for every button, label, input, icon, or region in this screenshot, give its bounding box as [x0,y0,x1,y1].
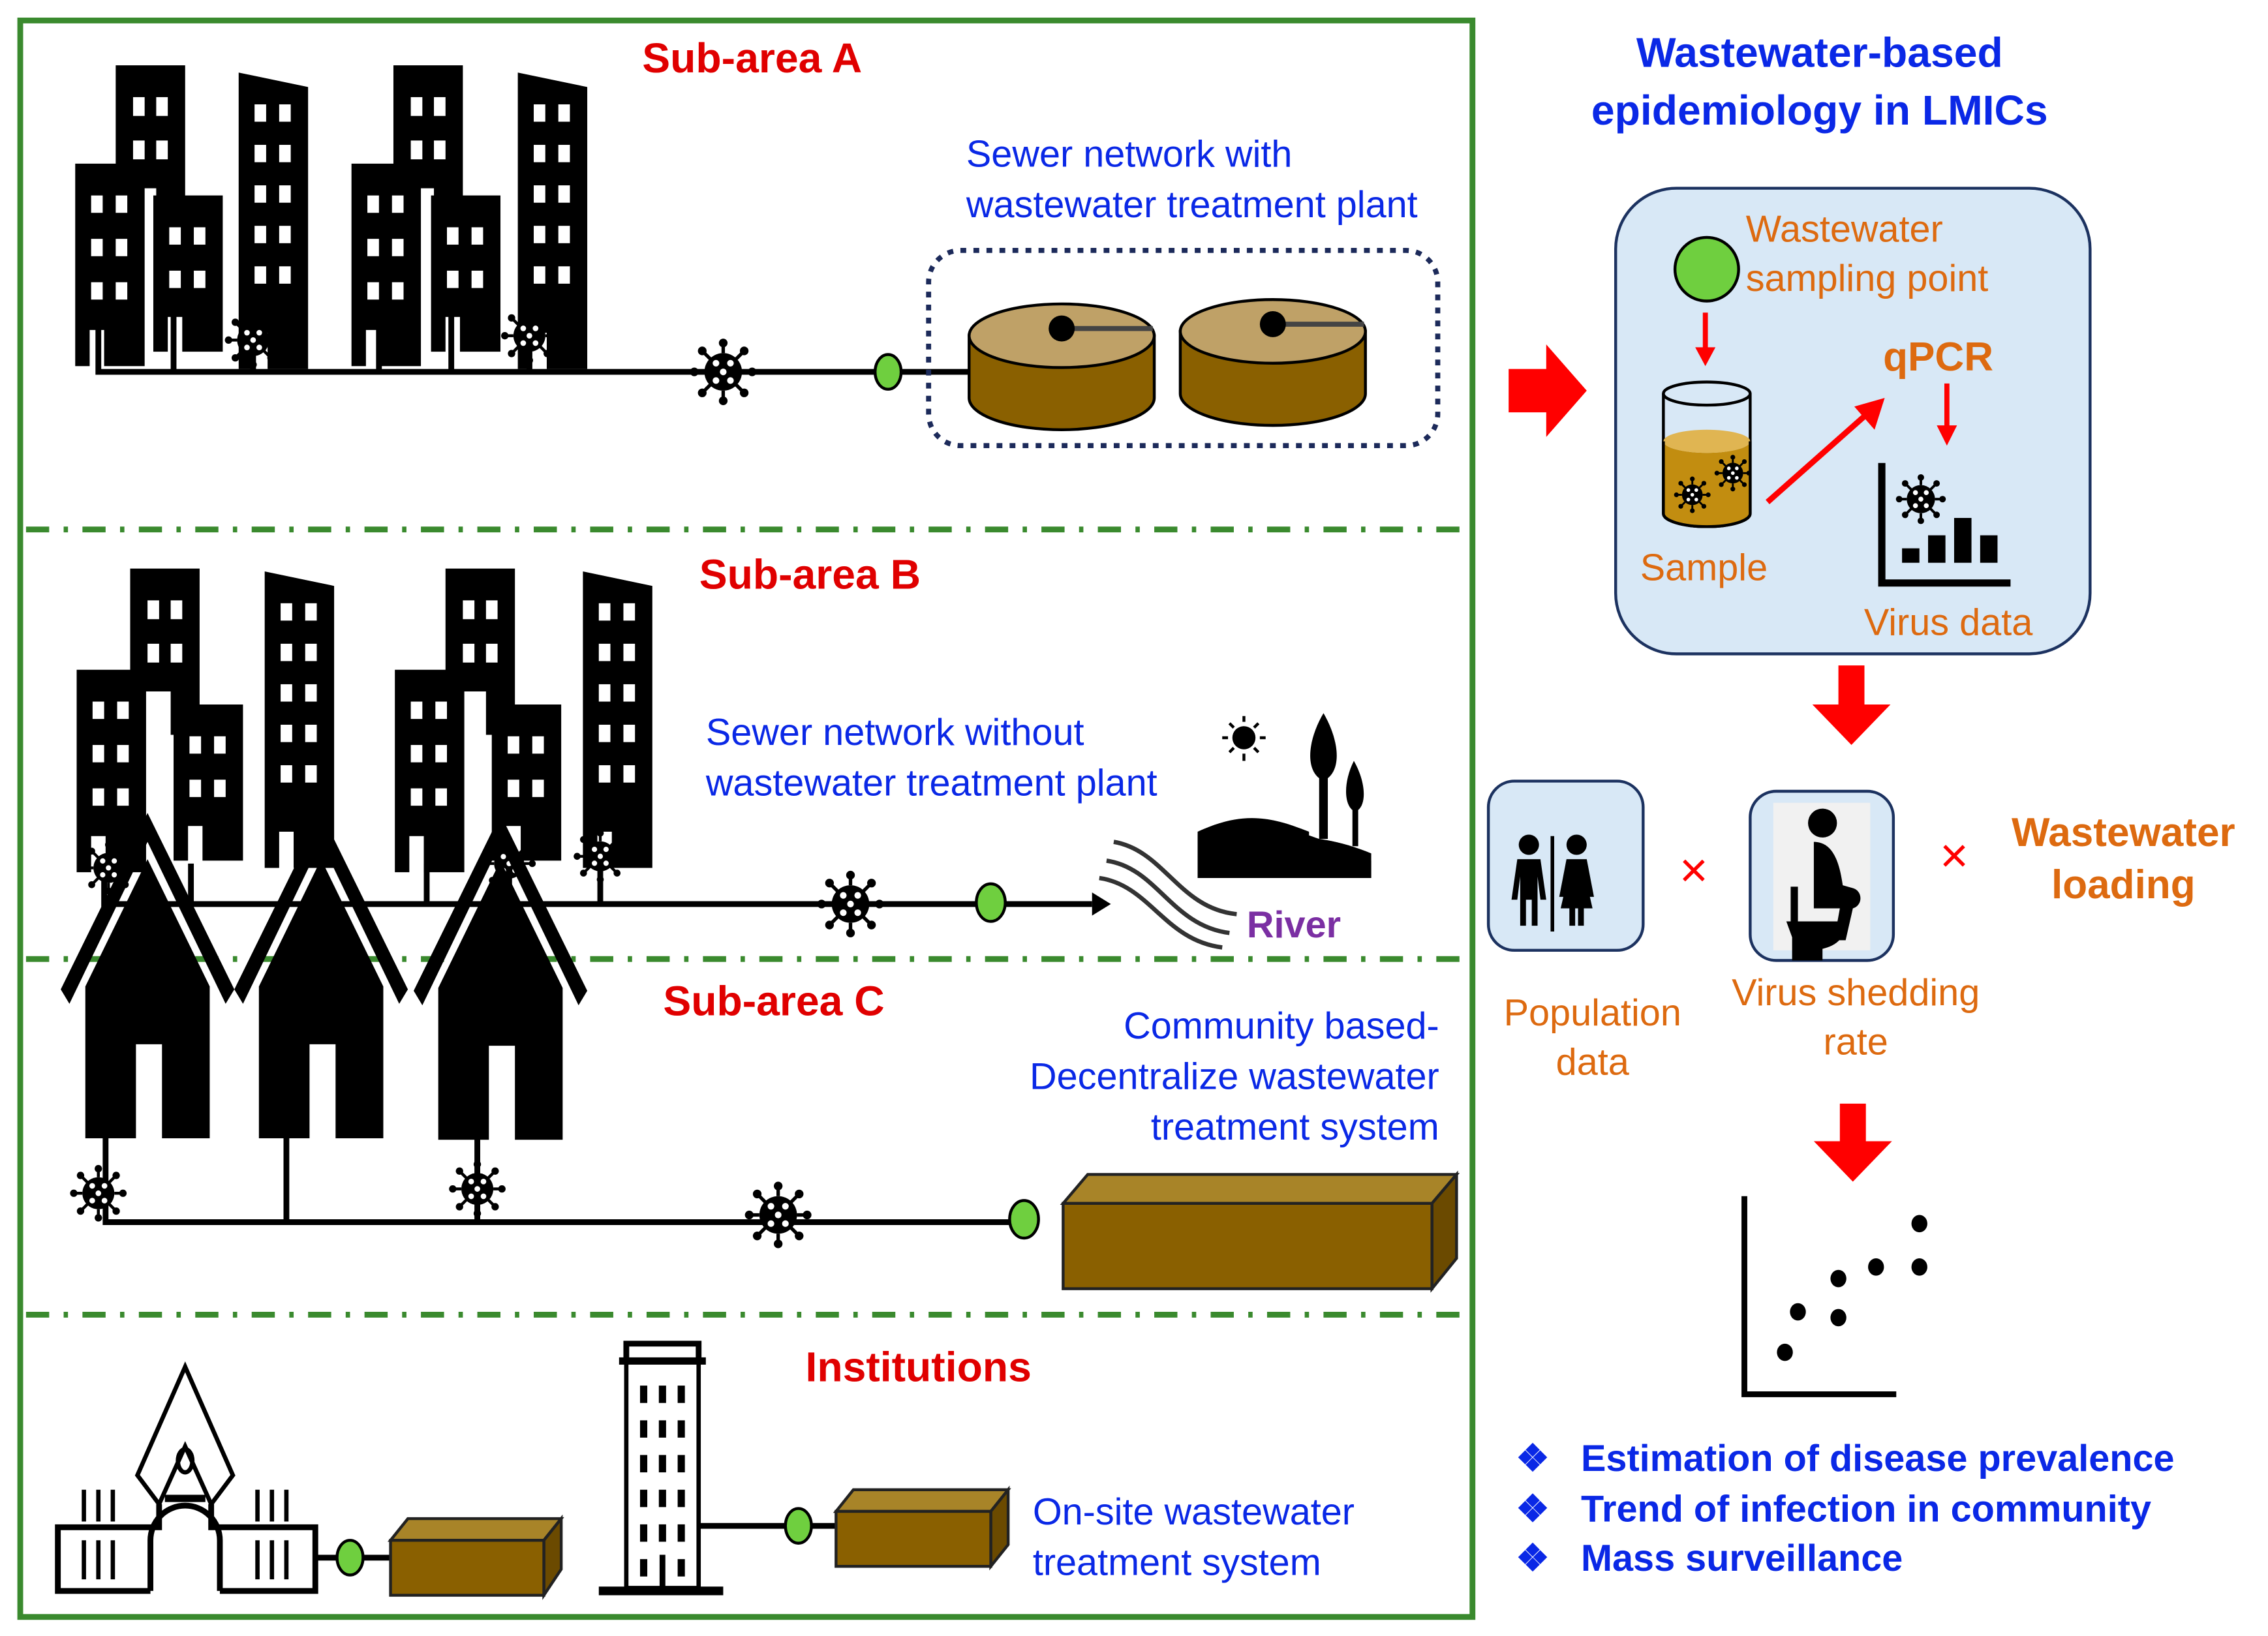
outcome-item: ❖ Mass surveillance [1516,1538,1903,1579]
sub-area-b-description-line-1: Sewer network without [706,712,1084,753]
virus-icon [501,307,558,364]
treatment-tank-icon [1178,298,1367,427]
arrow-down-icon [1937,383,1957,446]
institutions-title: Institutions [806,1343,1032,1390]
sub-area-c-description-line-3: treatment system [1151,1106,1439,1148]
section-dividers [25,526,1469,1318]
virus-icon [70,1165,127,1222]
sub-area-c-description-line-2: Decentralize wastewater [1030,1056,1439,1098]
virus-icon [574,830,627,883]
sub-area-a: Sub-area A Sewer network with wastewater… [75,35,1441,449]
outcome-item: ❖ Trend of infection in community [1516,1488,2151,1530]
toilet-person-icon [1786,808,1861,961]
sample-label: Sample [1640,547,1768,588]
wbe-title-line-2: epidemiology in LMICs [1591,87,2048,134]
virus-icon [449,1160,506,1217]
sewer-pipe-c [102,1138,1020,1226]
flow-arrow-right [1509,344,1587,437]
sampling-point-icon [784,1507,813,1545]
river-waves-icon [1099,840,1237,950]
virus-data-label: Virus data [1864,602,2033,644]
treatment-plant-outline [926,248,1441,449]
sampling-point-label-line-1: Wastewater [1746,209,1943,250]
onsite-treatment-box-icon [833,1485,1011,1571]
outcome-item: ❖ Estimation of disease prevalence [1516,1438,2174,1479]
outcomes-list: ❖ Estimation of disease prevalence ❖ Tre… [1516,1438,2174,1579]
flow-arrow-down [1812,665,1891,746]
people-icon [1511,834,1594,932]
virus-icon [225,312,282,369]
house-icon [234,813,408,1139]
multiply-icon: × [1940,828,1969,883]
sampling-point-icon [335,1539,365,1577]
arrow-down-icon [1695,312,1716,367]
sub-area-a-description-line-1: Sewer network with [966,133,1293,175]
sub-area-b: Sub-area B Sewer network without wastewa… [76,551,1372,950]
institutions-description-line-2: treatment system [1033,1542,1321,1584]
sub-area-a-description-line-2: wastewater treatment plant [966,184,1418,226]
arrow-to-qpcr-icon [1766,398,1885,504]
sampling-point-icon [873,353,903,391]
treatment-tank-icon [968,302,1156,431]
diamond-bullet-icon: ❖ [1516,1538,1550,1579]
flow-arrow-down [1813,1103,1892,1182]
outcome-text: Estimation of disease prevalence [1581,1438,2175,1479]
multiply-icon: × [1679,842,1708,897]
sampling-point-icon [1673,235,1740,303]
school-building-icon [55,1361,318,1594]
sub-area-c: Sub-area C Community based- Decentralize… [61,813,1460,1293]
sub-area-c-description-line-1: Community based- [1124,1005,1439,1047]
virus-icon [818,871,884,937]
diamond-bullet-icon: ❖ [1516,1488,1550,1530]
outcome-text: Trend of infection in community [1581,1488,2151,1530]
institutions-area: Institutions [55,1341,1355,1600]
population-label-line-2: data [1556,1041,1630,1083]
virus-shedding-box [1749,789,1895,962]
institutions-description-line-1: On-site wastewater [1033,1491,1355,1533]
virus-icon [745,1182,812,1249]
decentralized-treatment-box-icon [1060,1170,1460,1293]
sampling-point-icon [975,882,1007,923]
scatter-plot-icon [1741,1196,1927,1397]
outcome-text: Mass surveillance [1581,1538,1903,1579]
sample-beaker-icon [1662,380,1753,528]
apartment-buildings-b [76,568,652,873]
sub-area-b-title: Sub-area B [699,551,921,598]
wbe-panel: Wastewater-based epidemiology in LMICs W… [1486,29,2235,1579]
landscape-icon [1197,713,1372,878]
wastewater-loading-label-line-2: loading [2051,862,2196,907]
sampling-point-icon [1008,1199,1040,1240]
diamond-bullet-icon: ❖ [1516,1438,1550,1479]
sampling-point-label-line-2: sampling point [1746,258,1989,299]
sub-area-b-description-line-2: wastewater treatment plant [705,763,1157,804]
population-data-box [1486,780,1645,952]
flow-arrowhead [1092,892,1111,916]
sub-area-c-title: Sub-area C [663,978,884,1025]
population-label-line-1: Population [1504,992,1681,1034]
virus-icon [690,339,756,405]
apartment-buildings-a [75,65,588,369]
wastewater-loading-label-line-1: Wastewater [2012,810,2235,855]
onsite-treatment-box-icon [387,1514,564,1600]
virus-data-chart-icon [1878,462,2011,587]
shedding-label-line-1: Virus shedding [1732,972,1980,1014]
office-tower-icon [598,1341,724,1596]
shedding-label-line-2: rate [1824,1021,1888,1063]
river-label: River [1247,904,1341,946]
sub-area-a-title: Sub-area A [642,35,862,82]
wbe-title-line-1: Wastewater-based [1636,29,2003,76]
city-frame [17,17,1476,1620]
qpcr-label: qPCR [1883,335,1993,380]
